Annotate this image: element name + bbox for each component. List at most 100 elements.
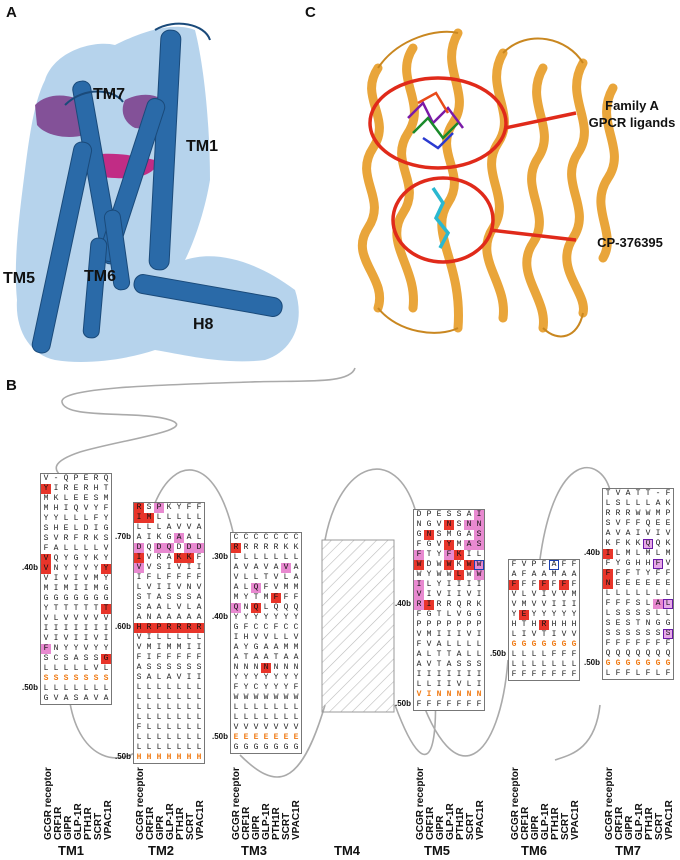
tm5-residue: I [456,590,462,599]
tm2-residue: L [166,723,172,732]
tm2-residue: A [146,603,152,612]
tm6-residue: H [531,620,537,629]
tm5-residue: T [426,550,432,559]
tm1-residue: Y [93,504,99,513]
tm2-residue: I [186,563,192,572]
tm3-residue: A [263,643,269,652]
tm6-residue: F [559,580,569,590]
tm7-residue: S [605,619,611,628]
tm7-residue: L [635,499,641,508]
tm5-residue: N [466,690,472,699]
tm7-residue: Q [625,649,631,658]
tm7-bw-mark: .50b [584,658,601,667]
tm7-residue: A [655,499,661,508]
tm3-residue: A [293,563,299,572]
tm3-residue: Y [253,613,259,622]
tm2-residue: Y [176,503,182,512]
tm3-residue: Y [263,613,269,622]
tm6-residue: Y [561,610,567,619]
tm5-residue: I [476,590,482,599]
family-a-ligand-circle [368,76,508,170]
tm5-residue: I [414,580,424,590]
tm1-residue: G [43,694,49,703]
tm1-residue: Y [63,644,69,653]
tm7-residue: G [625,559,631,568]
tm1-residue: I [53,574,59,583]
tm3-residue: G [263,743,269,752]
tm5-residue: I [456,580,462,589]
tm6-residue: F [531,580,537,589]
tm1-residue: I [73,584,79,593]
tm3-residue: W [233,693,239,702]
tm2-residue: I [156,583,162,592]
tm3-residue: R [263,543,269,552]
tm3-residue: R [253,543,259,552]
tm1-residue: T [63,604,69,613]
tm2-residue: A [166,613,172,622]
tm7-residue: A [605,529,611,538]
tm6-residue: F [561,650,567,659]
tm3-residue: R [231,543,241,553]
tm3-residue: G [273,743,279,752]
tm2-residue: V [176,673,182,682]
tm2-residue: T [146,593,152,602]
tm2-bw-mark: .60b [115,622,132,631]
tm5-residue: F [456,700,462,709]
tm3-residue: Y [233,673,239,682]
tm7-residue: E [625,579,631,588]
tm5-residue: I [436,680,442,689]
tm5-residue: N [464,520,474,530]
tm7-residue: F [605,559,611,568]
tm2-residue: L [156,523,162,532]
tm3-residue: V [273,723,279,732]
tm7-residue: S [655,629,661,638]
tm2-residue: R [164,623,174,633]
tm5-residue: G [426,540,432,549]
tm2-residue: S [176,593,182,602]
tm1-residue: S [53,674,59,683]
tm3-residue: M [283,583,289,592]
tm7-residue: F [653,559,663,569]
tm5-residue: I [476,680,482,689]
tm5-residue: Q [456,600,462,609]
tm7-residue: L [635,669,641,678]
tm1-residue: L [63,684,69,693]
tm2-residue: I [134,553,144,563]
tm1-residue: E [83,474,89,483]
tm7-residue: A [625,489,631,498]
tm5-residue: L [454,570,464,580]
tm5-residue: A [466,510,472,519]
tm7-residue: I [655,529,661,538]
tm-label-4: TM4 [334,843,360,858]
tm3-residue: L [263,713,269,722]
tm2-residue: F [166,573,172,582]
tm1-residue: Y [63,554,69,563]
tm6-residue: V [531,630,537,639]
tm5-residue: F [444,550,454,560]
tm7-residue: Q [655,649,661,658]
tm2-residue: F [166,653,172,662]
tm1-residue: S [93,494,99,503]
